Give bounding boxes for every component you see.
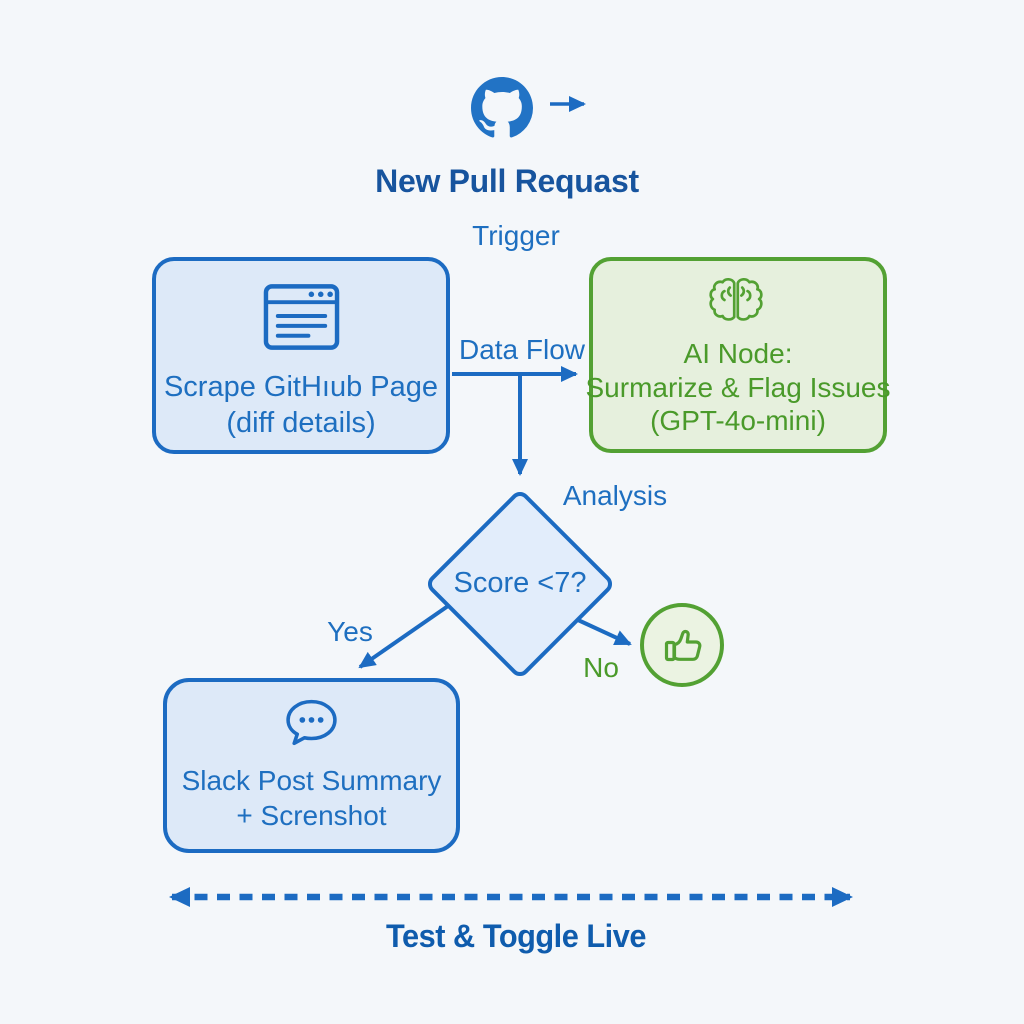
test-toggle-live-label: Test & Toggle Live <box>386 918 646 954</box>
ai-node-line1: AI Node: <box>683 338 793 369</box>
decision-label: Score <7? <box>453 567 587 599</box>
scrape-node-line1: Scrape GitHıub Page <box>163 371 439 403</box>
slack-node-line1: Slack Post Summary <box>181 765 442 796</box>
scrape-node-text: Scrape GitHıub Page (diff details) <box>152 369 450 442</box>
node-slack-post <box>163 678 460 853</box>
analysis-label: Analysis <box>562 480 668 511</box>
diagram-title: New Pull Requast <box>375 163 639 199</box>
approve-node <box>640 603 724 687</box>
yes-label: Yes <box>327 616 373 647</box>
ai-node-text: AI Node: Surmarize & Flag Issues (GPT-4o… <box>583 337 893 438</box>
node-scrape-github-page <box>152 257 450 454</box>
github-icon <box>471 77 533 139</box>
no-label: No <box>583 652 619 683</box>
ai-node-line2: Surmarize & Flag Issues <box>585 371 891 403</box>
thumbs-up-icon <box>664 629 702 662</box>
slack-node-line2: + Screnshot <box>236 800 387 831</box>
data-flow-label: Data Flow <box>458 334 586 365</box>
scrape-node-line2: (diff details) <box>226 407 376 440</box>
edge-no-to-approve <box>577 618 632 646</box>
slack-node-text: Slack Post Summary + Screnshot <box>163 763 460 833</box>
chat-bubble-icon <box>286 699 337 746</box>
brain-icon <box>709 278 763 321</box>
trigger-label: Trigger <box>472 220 560 251</box>
ai-node-line3: (GPT-4o-mini) <box>650 405 826 437</box>
browser-window-icon <box>263 284 340 350</box>
